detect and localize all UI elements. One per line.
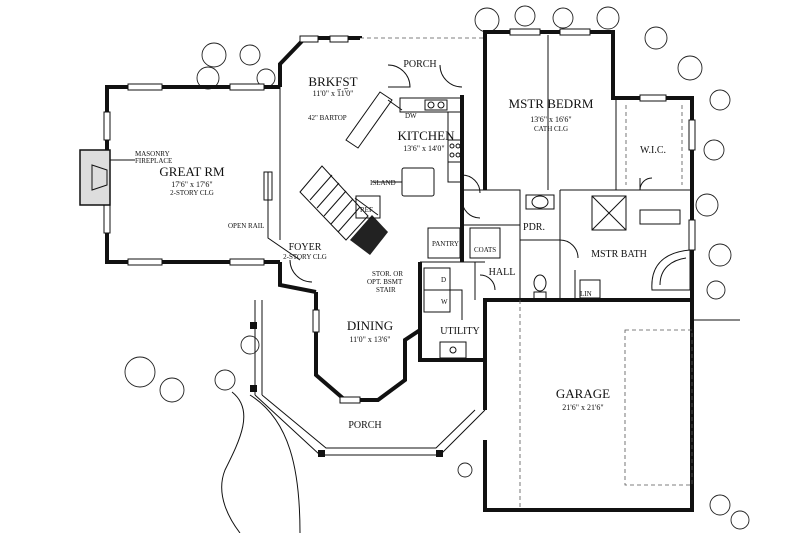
landscape bbox=[124, 5, 750, 533]
room-label-dining: DINING bbox=[347, 318, 393, 333]
interior-walls bbox=[279, 35, 692, 320]
note-dw: DW bbox=[405, 112, 417, 120]
note-pantry: PANTRY bbox=[432, 240, 459, 248]
room-note-mstr-bedrm: CATH CLG bbox=[534, 125, 568, 133]
room-label-kitchen: KITCHEN bbox=[397, 128, 455, 143]
note-stor: STOR. OR bbox=[372, 270, 403, 278]
room-label-porch-bottom: PORCH bbox=[348, 420, 381, 431]
note-ref: REF bbox=[360, 206, 373, 214]
note-fireplace: FIREPLACE bbox=[135, 157, 172, 165]
room-dims-dining: 11'0" x 13'6" bbox=[349, 335, 390, 344]
room-label-garage: GARAGE bbox=[556, 386, 610, 401]
hall-closets bbox=[427, 174, 501, 291]
doors bbox=[289, 64, 641, 283]
room-note-great-rm: 2-STORY CLG bbox=[170, 189, 214, 197]
note-dryer: D bbox=[441, 276, 446, 284]
note-bsmt: OPT. BSMT bbox=[367, 278, 403, 286]
garage-door bbox=[519, 300, 693, 510]
room-note-foyer: 2-STORY CLG bbox=[283, 253, 327, 261]
room-dims-kitchen: 13'6" x 14'0" bbox=[403, 144, 444, 153]
room-label-pdr: PDR. bbox=[523, 222, 545, 233]
room-label-porch-top: PORCH bbox=[403, 59, 436, 70]
room-label-brkfst: BRKFST bbox=[308, 74, 357, 89]
room-dims-mstr-bedrm: 13'6" x 16'6" bbox=[530, 115, 571, 124]
kitchen-fixtures bbox=[345, 91, 463, 197]
note-coats: COATS bbox=[474, 246, 496, 254]
room-dims-brkfst: 11'0" x 11'0" bbox=[313, 89, 354, 98]
note-open-rail: OPEN RAIL bbox=[228, 222, 264, 230]
room-dims-great-rm: 17'6" x 17'6" bbox=[171, 180, 212, 189]
room-label-hall: HALL bbox=[489, 267, 516, 278]
room-dims-garage: 21'6" x 21'6" bbox=[562, 403, 603, 412]
wic-shelves bbox=[625, 105, 683, 185]
utility-fixtures bbox=[423, 267, 467, 359]
room-label-mstr-bedrm: MSTR BEDRM bbox=[509, 96, 594, 111]
room-label-great-rm: GREAT RM bbox=[159, 164, 225, 179]
note-bartop: 42" BARTOP bbox=[308, 114, 347, 122]
note-stair: STAIR bbox=[376, 286, 396, 294]
exterior-walls bbox=[105, 30, 694, 512]
note-masonry: MASONRY bbox=[135, 150, 170, 158]
room-label-utility: UTILITY bbox=[440, 326, 479, 337]
bath-fixtures bbox=[525, 177, 691, 300]
porch-bottom bbox=[250, 300, 486, 457]
room-label-foyer: FOYER bbox=[289, 242, 322, 253]
room-label-mstr-bath: MSTR BATH bbox=[591, 249, 647, 260]
note-island: ISLAND bbox=[370, 179, 396, 187]
fireplace bbox=[79, 149, 135, 206]
windows bbox=[103, 28, 696, 404]
stair bbox=[263, 165, 388, 261]
labels: PORCH BRKFST 11'0" x 11'0" MSTR BEDRM 13… bbox=[135, 59, 666, 431]
note-lin: LIN bbox=[580, 290, 592, 298]
room-label-wic: W.I.C. bbox=[640, 145, 666, 156]
note-washer: W bbox=[441, 298, 448, 306]
